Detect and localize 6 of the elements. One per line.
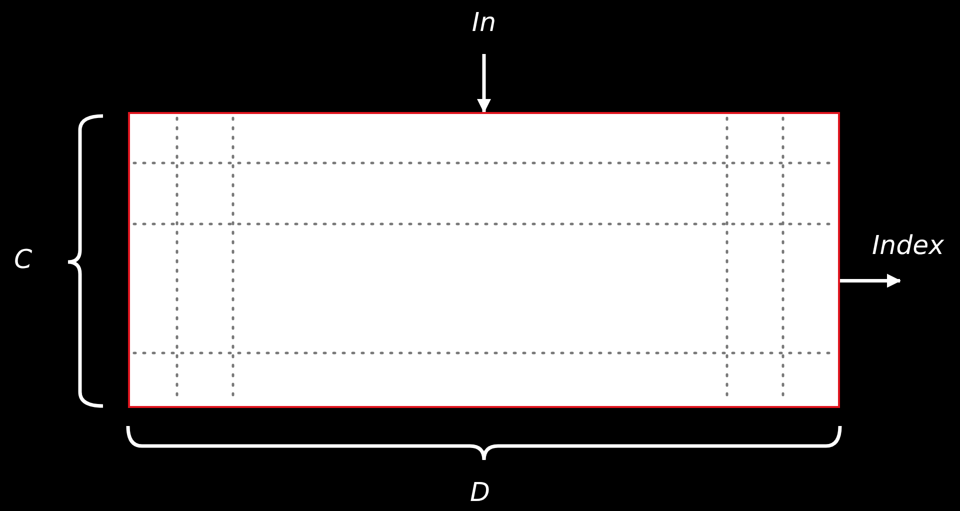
dimension-label: C bbox=[14, 245, 32, 275]
grid-box bbox=[128, 112, 840, 408]
arrow bbox=[477, 54, 491, 113]
arrow bbox=[840, 274, 901, 288]
input-label: In bbox=[463, 8, 505, 40]
dimension-label: D bbox=[470, 478, 490, 508]
